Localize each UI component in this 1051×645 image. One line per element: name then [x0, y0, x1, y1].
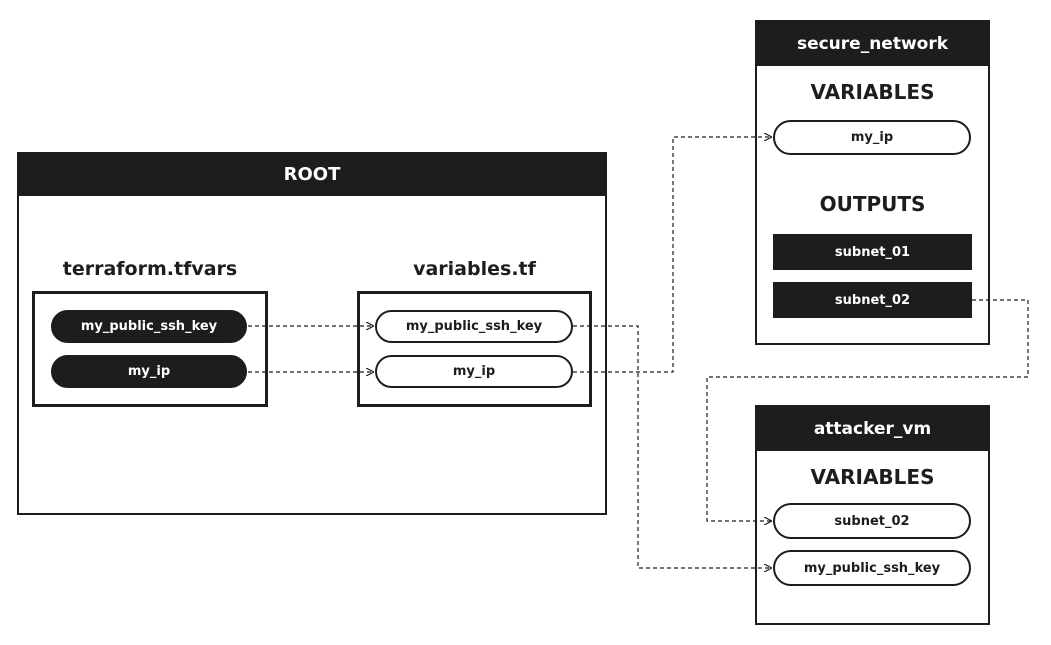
tfvars-title: terraform.tfvars: [62, 258, 238, 280]
secure-network-output-subnet-01: subnet_01: [773, 234, 972, 270]
variables-tf-title: variables.tf: [413, 258, 536, 280]
secure-network-outputs-heading: OUTPUTS: [819, 192, 926, 216]
root-title: ROOT: [19, 154, 605, 196]
variables-tf-item-my-public-ssh-key: my_public_ssh_key: [375, 310, 573, 343]
secure-network-output-subnet-02: subnet_02: [773, 282, 972, 318]
arrow-variables-ssh-to-attacker-vm: [573, 325, 771, 568]
arrow-variables-ip-to-secure-network: [573, 137, 771, 373]
arrow-subnet02-to-attacker-vm: [706, 299, 1029, 521]
secure-network-variables-heading: VARIABLES: [810, 80, 935, 104]
tfvars-item-my-ip: my_ip: [51, 355, 247, 388]
variables-tf-item-my-ip: my_ip: [375, 355, 573, 388]
attacker-vm-title: attacker_vm: [757, 407, 988, 451]
tfvars-item-my-public-ssh-key: my_public_ssh_key: [51, 310, 247, 343]
secure-network-variable-my-ip: my_ip: [773, 120, 971, 155]
attacker-vm-variables-heading: VARIABLES: [810, 465, 935, 489]
secure-network-title: secure_network: [757, 22, 988, 66]
attacker-vm-variable-my-public-ssh-key: my_public_ssh_key: [773, 550, 971, 586]
attacker-vm-variable-subnet-02: subnet_02: [773, 503, 971, 539]
